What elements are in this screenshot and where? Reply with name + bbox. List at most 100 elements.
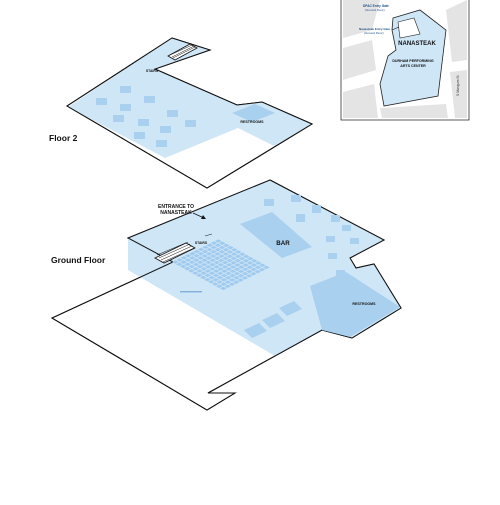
seat-cell bbox=[202, 245, 209, 250]
entrance-label-1: ENTRANCE TO bbox=[158, 204, 194, 210]
map-block bbox=[343, 84, 378, 118]
seat-cell bbox=[180, 260, 187, 264]
seat-cell bbox=[224, 280, 232, 284]
map-entry-arrow bbox=[391, 26, 400, 31]
seat-cell bbox=[197, 247, 205, 252]
seat-cell bbox=[234, 258, 242, 263]
ground-restrooms-label: RESTROOMS bbox=[352, 302, 376, 306]
map-center-label-2: ARTS CENTER bbox=[400, 64, 426, 68]
seat-cell bbox=[242, 267, 249, 272]
seat-cell bbox=[221, 265, 229, 269]
seat-cell bbox=[235, 250, 242, 254]
seat-cell bbox=[201, 254, 209, 258]
floor-2-base-outline bbox=[66, 37, 314, 189]
seat-cell bbox=[217, 258, 225, 263]
ground-stairs-label: STAIRS bbox=[195, 241, 208, 245]
seat-cell bbox=[209, 258, 217, 263]
seat-cell bbox=[192, 262, 200, 267]
seat-cell bbox=[213, 256, 221, 260]
seat-cell bbox=[226, 254, 234, 258]
seat-cell bbox=[176, 262, 183, 266]
seat-cell bbox=[196, 260, 204, 265]
seat-cell bbox=[188, 260, 196, 264]
seat-cell bbox=[221, 269, 228, 273]
map-block bbox=[380, 104, 448, 118]
seat-cell bbox=[226, 258, 233, 263]
seat-cell bbox=[206, 243, 214, 247]
seat-cell bbox=[192, 271, 199, 275]
seat-cell bbox=[201, 258, 208, 262]
seat-cell bbox=[223, 243, 230, 248]
floor-2-table bbox=[138, 119, 149, 126]
seat-cell bbox=[233, 276, 240, 280]
seat-cell bbox=[208, 275, 215, 280]
seat-cell bbox=[238, 261, 246, 265]
seat-cell bbox=[233, 271, 241, 276]
seat-cell bbox=[254, 269, 262, 274]
seat-cell bbox=[189, 251, 196, 256]
seat-cell bbox=[237, 278, 244, 282]
map-dpac-entry-1: DPAC Entry Gate bbox=[363, 4, 389, 8]
seat-cell bbox=[205, 256, 213, 260]
seat-cell bbox=[231, 248, 238, 252]
seat-cell bbox=[254, 265, 262, 270]
seat-cell bbox=[208, 280, 215, 284]
seat-cell bbox=[180, 264, 187, 269]
seat-cell bbox=[196, 269, 203, 273]
seat-cell bbox=[241, 271, 249, 276]
seat-cell bbox=[228, 282, 236, 286]
floor-2-seating-zone bbox=[68, 38, 312, 158]
seat-cell bbox=[212, 273, 220, 278]
seat-cell bbox=[238, 256, 246, 261]
ground-table bbox=[350, 238, 359, 244]
seat-cell bbox=[238, 265, 245, 269]
seat-cell bbox=[184, 258, 192, 262]
floor-2-table bbox=[156, 140, 167, 147]
seat-cell bbox=[227, 245, 234, 250]
seat-cell bbox=[229, 265, 237, 269]
seat-cell bbox=[246, 265, 254, 269]
seat-cell bbox=[216, 280, 223, 284]
floor-2-label: Floor 2 bbox=[49, 133, 78, 143]
seat-cell bbox=[204, 265, 212, 269]
map-block bbox=[343, 0, 380, 38]
locator-map: NANASTEAK DURHAM PERFORMING ARTS CENTER … bbox=[340, 0, 470, 121]
ground-table bbox=[342, 225, 351, 231]
seat-cell bbox=[214, 252, 221, 256]
bar-area bbox=[240, 212, 312, 258]
seat-cell bbox=[233, 267, 241, 271]
seat-cell bbox=[230, 252, 238, 256]
ground-table bbox=[180, 291, 202, 293]
ground-table bbox=[328, 253, 337, 259]
seat-cell bbox=[192, 267, 199, 271]
entrance-label-2: NANASTEAK bbox=[160, 210, 192, 216]
ground-table bbox=[264, 199, 274, 206]
seat-cell bbox=[239, 252, 246, 256]
seat-cell bbox=[205, 260, 212, 265]
seat-cell bbox=[216, 275, 224, 280]
seat-cell bbox=[200, 262, 208, 267]
ground-table bbox=[296, 214, 305, 222]
seat-cell bbox=[210, 241, 218, 245]
seat-cell bbox=[245, 274, 253, 278]
seat-cell bbox=[224, 284, 231, 289]
ground-tables bbox=[180, 195, 359, 338]
seat-cell bbox=[220, 278, 228, 282]
ground-table bbox=[291, 195, 301, 202]
seat-cell bbox=[242, 259, 250, 263]
ground-table bbox=[279, 301, 302, 316]
seat-cell bbox=[225, 263, 233, 267]
seat-cell bbox=[201, 249, 209, 254]
seat-cell bbox=[214, 243, 222, 248]
seat-cell bbox=[258, 267, 266, 272]
seat-cell bbox=[220, 282, 227, 286]
seat-cell bbox=[208, 271, 216, 275]
seat-cell bbox=[250, 263, 258, 267]
seat-cell bbox=[243, 254, 250, 259]
map-building-label: NANASTEAK bbox=[398, 41, 436, 47]
seat-cell bbox=[196, 264, 204, 269]
seat-cell bbox=[234, 263, 241, 267]
floor-2-table bbox=[185, 120, 196, 127]
seat-cell bbox=[188, 264, 195, 269]
